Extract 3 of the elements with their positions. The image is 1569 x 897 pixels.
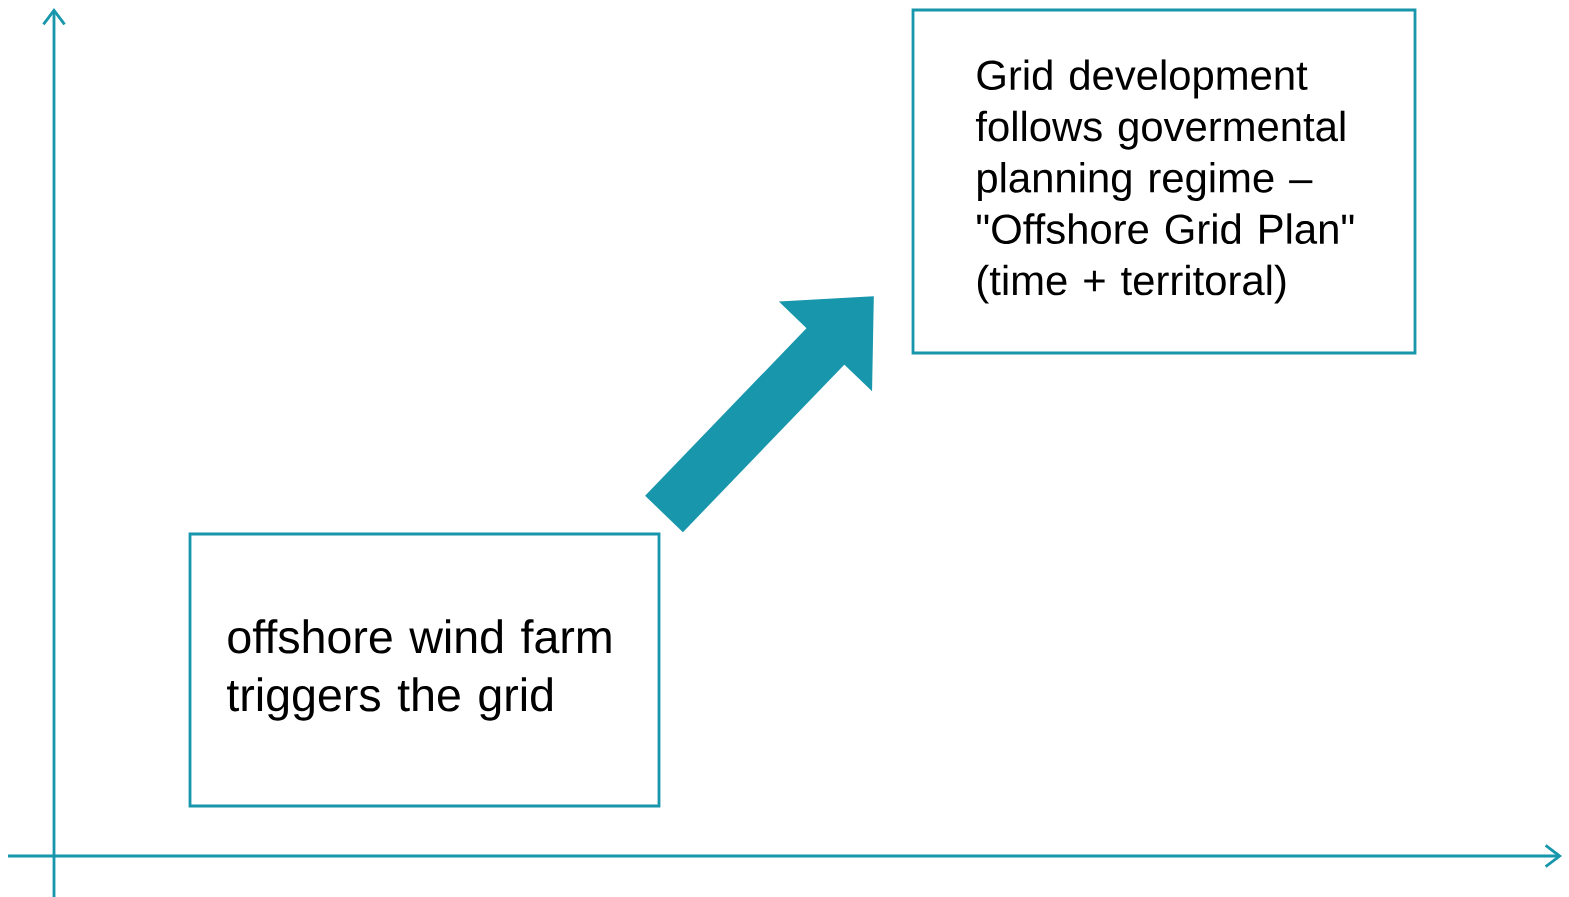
- text-box: offshore wind farm triggers the grid: [188, 532, 661, 808]
- text-box: Grid development follows govermental planning regime – "Offshore Grid Plan" (time + territoral): [911, 8, 1417, 355]
- block-arrow: [645, 296, 874, 533]
